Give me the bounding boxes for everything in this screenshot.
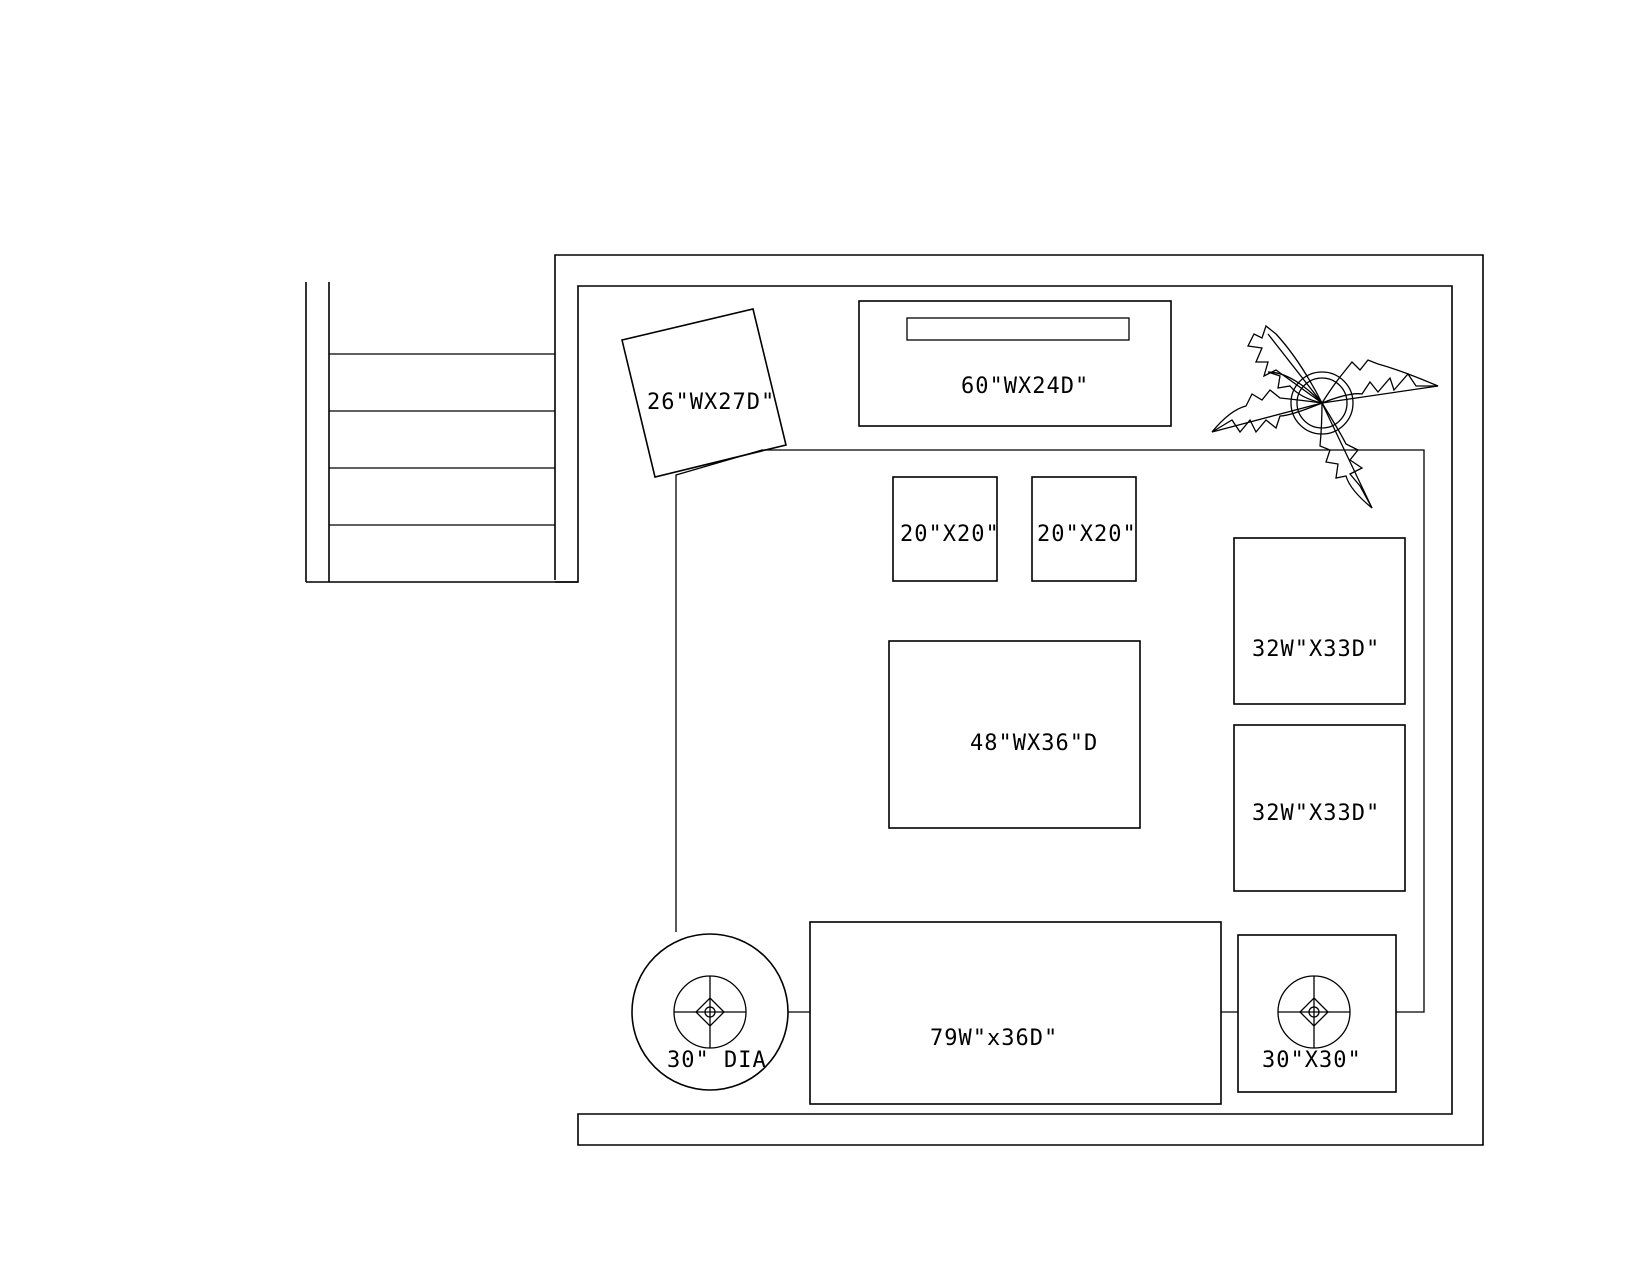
- ottoman-left: 20"X20": [892, 476, 1000, 582]
- coffee-table: 48"WX36"D: [888, 640, 1141, 829]
- armchair-bottom: 32W"X33D": [1233, 724, 1406, 892]
- plant-icon: [1211, 324, 1439, 509]
- round-side-table: 30" DIA: [631, 933, 789, 1091]
- ottoman-left-dimension: 20"X20": [900, 522, 1000, 547]
- square-side-table-dimension: 30"X30": [1262, 1048, 1362, 1073]
- accent-chair: 26"WX27D": [621, 308, 787, 478]
- armchair-top-dimension: 32W"X33D": [1252, 637, 1380, 662]
- table-lamp-icon: [673, 975, 747, 1049]
- staircase: [305, 282, 578, 583]
- table-lamp-icon: [1277, 975, 1351, 1049]
- sofa-dimension: 79W"x36D": [930, 1026, 1058, 1051]
- ottoman-right-dimension: 20"X20": [1037, 522, 1137, 547]
- area-rug: [675, 449, 1425, 1013]
- accent-chair-dimension: 26"WX27D": [647, 390, 775, 415]
- coffee-table-dimension: 48"WX36"D: [970, 731, 1098, 756]
- armchair-top: 32W"X33D": [1233, 537, 1406, 705]
- round-side-table-dimension: 30" DIA: [667, 1048, 767, 1073]
- square-side-table: 30"X30": [1237, 934, 1397, 1093]
- ottoman-right: 20"X20": [1031, 476, 1137, 582]
- room-walls: [554, 254, 1484, 1146]
- console-table: 60"WX24D": [858, 300, 1172, 427]
- armchair-bottom-dimension: 32W"X33D": [1252, 801, 1380, 826]
- sofa: 79W"x36D": [809, 921, 1222, 1105]
- console-dimension: 60"WX24D": [961, 374, 1089, 399]
